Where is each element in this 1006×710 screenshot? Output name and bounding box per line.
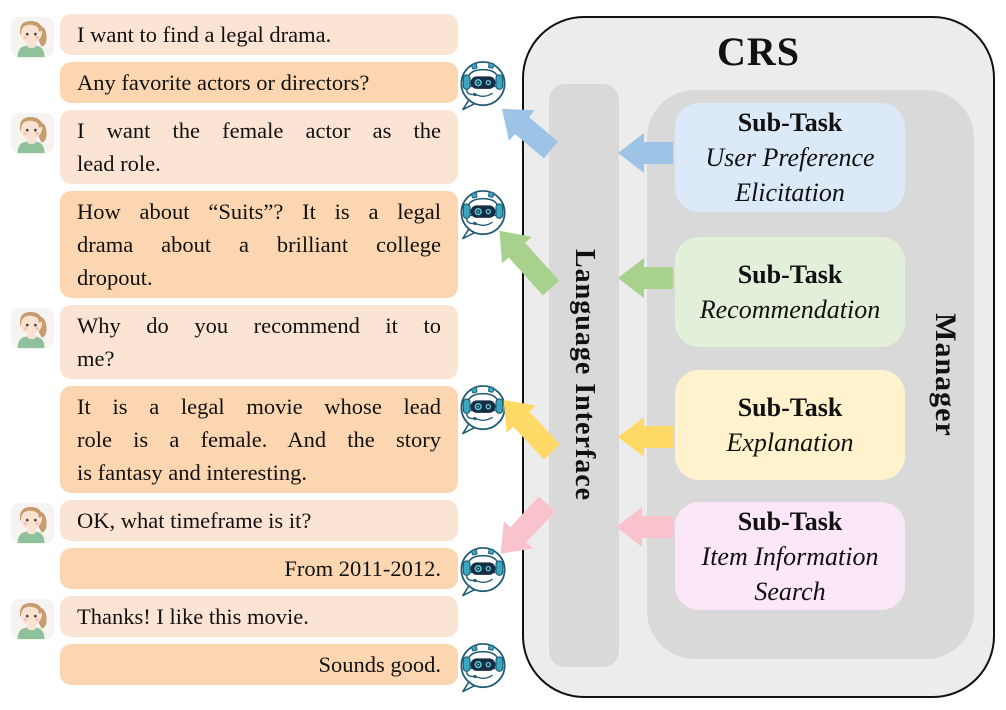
chat-message-text: me? (77, 346, 115, 371)
crs-title: CRS (716, 29, 801, 74)
subtask-name-line: Item Information (701, 541, 879, 571)
chat-message-row: Why do you recommend it to me? (0, 305, 512, 379)
chat-message-text: Why do you recommend it to (77, 313, 441, 338)
chat-message-row: Sounds good. (0, 643, 512, 693)
subtask-heading: Sub-Task (737, 260, 843, 289)
subtask-heading: Sub-Task (737, 393, 843, 422)
chat-message-text: role is a female. And the story (77, 427, 441, 452)
subtask-name-line: Explanation (726, 428, 854, 457)
subtask-box-explanation: Sub-Task Explanation (675, 370, 905, 480)
chat-message-row: From 2011-2012. (0, 547, 512, 597)
chat-bubble-bot: It is a legal movie whose lead role is a … (60, 386, 458, 493)
chat-message-text: drama about a brilliant college (77, 232, 441, 257)
chat-message-row: How about “Suits”? It is a legal drama ab… (0, 188, 512, 298)
chat-panel: I want to find a legal drama. Any favorit… (0, 14, 512, 693)
user-avatar-icon (10, 596, 56, 642)
subtask-box-user-preference-elicitation: Sub-Task User Preference Elicitation (675, 103, 905, 212)
subtask-name-line: Recommendation (699, 295, 881, 324)
chat-bubble-user: OK, what timeframe is it? (60, 500, 458, 541)
chat-message-row: It is a legal movie whose lead role is a … (0, 383, 512, 493)
chat-bubble-user: Why do you recommend it to me? (60, 305, 458, 379)
chat-message-row: OK, what timeframe is it? (0, 500, 512, 544)
chat-bubble-user: I want the female actor as the lead role. (60, 110, 458, 184)
user-avatar-icon (10, 110, 56, 156)
chat-message-text: is fantasy and interesting. (77, 460, 307, 485)
manager-label: Manager (929, 312, 962, 437)
user-avatar-icon (10, 14, 56, 60)
chat-bubble-bot: How about “Suits”? It is a legal drama ab… (60, 191, 458, 298)
chat-message-text: Any favorite actors or directors? (77, 70, 370, 95)
chat-message-text: It is a legal movie whose lead (77, 394, 441, 419)
user-avatar-icon (10, 500, 56, 546)
chat-message-text: Thanks! I like this movie. (77, 604, 309, 629)
chat-message-text: OK, what timeframe is it? (77, 508, 312, 533)
chat-message-text: Sounds good. (318, 652, 441, 677)
chat-message-row: I want the female actor as the lead role. (0, 110, 512, 184)
chat-message-row: I want to find a legal drama. (0, 14, 512, 58)
chat-message-text: I want the female actor as the (77, 118, 441, 143)
crs-container: CRS Language Interface Manager Sub-Task … (522, 16, 995, 698)
language-interface-label: Language Interface (569, 249, 600, 502)
chat-bubble-bot: From 2011-2012. (60, 548, 458, 589)
robot-chat-icon (458, 188, 508, 241)
user-avatar-icon (10, 305, 56, 351)
robot-chat-icon (458, 641, 508, 694)
subtask-name-line: User Preference (705, 143, 875, 172)
chat-message-text: lead role. (77, 151, 161, 176)
subtask-heading: Sub-Task (737, 108, 843, 137)
robot-chat-icon (458, 59, 508, 112)
subtask-name-line: Search (754, 576, 826, 606)
chat-bubble-user: Thanks! I like this movie. (60, 596, 458, 637)
language-interface-bar: Language Interface (549, 84, 619, 667)
subtask-name-line: Elicitation (735, 178, 845, 207)
chat-message-row: Any favorite actors or directors? (0, 61, 512, 111)
subtask-box-item-information-search: Sub-Task Item Information Search (675, 502, 905, 610)
chat-bubble-bot: Any favorite actors or directors? (60, 62, 458, 103)
chat-message-text: dropout. (77, 265, 153, 290)
robot-chat-icon (458, 545, 508, 598)
chat-message-text: I want to find a legal drama. (77, 22, 332, 47)
chat-bubble-user: I want to find a legal drama. (60, 14, 458, 55)
chat-message-text: How about “Suits”? It is a legal (77, 199, 441, 224)
chat-bubble-bot: Sounds good. (60, 644, 458, 685)
subtask-box-recommendation: Sub-Task Recommendation (675, 237, 905, 347)
subtask-heading: Sub-Task (737, 506, 843, 536)
chat-message-text: From 2011-2012. (284, 556, 441, 581)
robot-chat-icon (458, 383, 508, 436)
chat-message-row: Thanks! I like this movie. (0, 596, 512, 640)
